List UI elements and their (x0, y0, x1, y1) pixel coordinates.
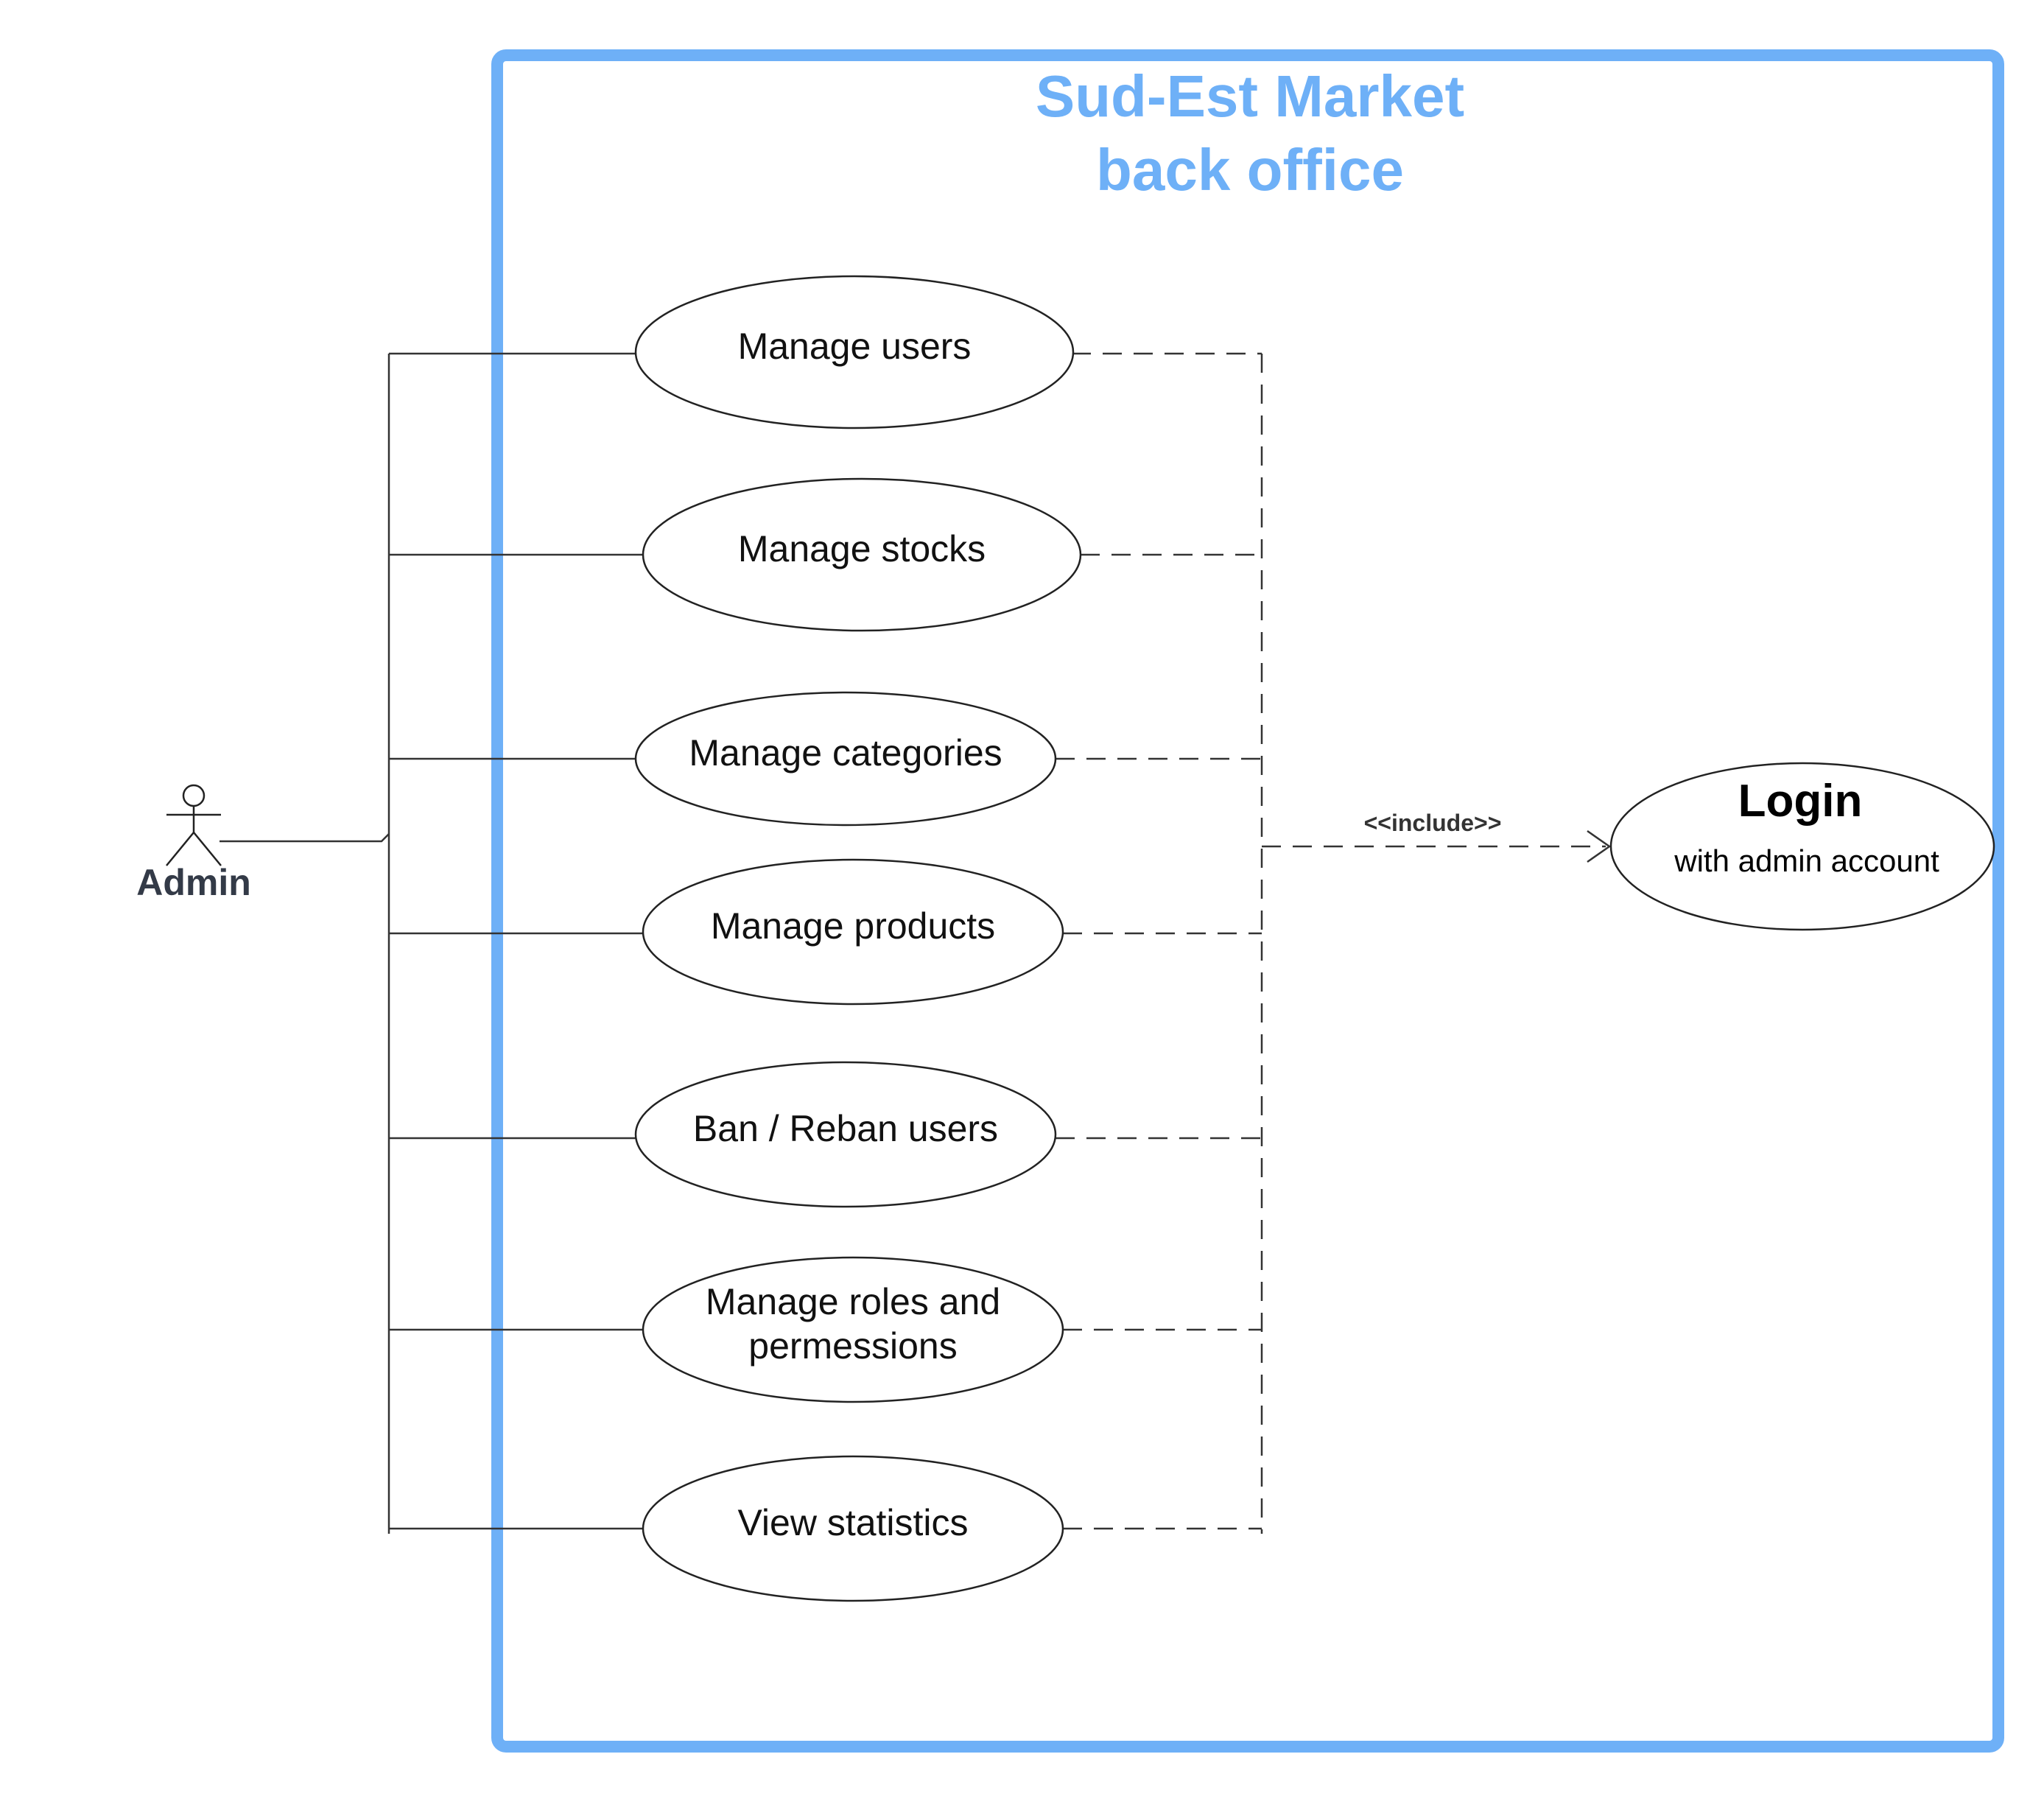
login-ellipse[interactable] (1609, 762, 1995, 931)
use-case-ellipse[interactable] (642, 477, 1082, 632)
use-case-login[interactable]: Login with admin account (1609, 762, 1995, 931)
use-case-label: Manage roles and (706, 1281, 1000, 1322)
use-case-ellipse[interactable] (634, 691, 1057, 827)
use-case-manage-stocks[interactable]: Manage stocks (642, 477, 1082, 632)
login-title: Login (1738, 776, 1863, 827)
use-case-label: Manage users (738, 326, 972, 367)
actor-connector-line (219, 833, 390, 843)
use-case-label: permessions (748, 1325, 957, 1367)
use-case-label: Manage stocks (738, 528, 986, 569)
system-boundary (491, 49, 2004, 1753)
use-case-label: Manage categories (689, 732, 1002, 774)
admin-actor[interactable]: Admin (136, 784, 251, 903)
use-case-manage-categories[interactable]: Manage categories (634, 691, 1057, 827)
login-subtitle: with admin account (1674, 843, 1939, 878)
include-stereotype-label: <<include>> (1364, 810, 1502, 836)
stick-figure-actor-icon (166, 784, 222, 866)
system-title-line-1: Sud-Est Market (1036, 63, 1464, 129)
use-case-manage-products[interactable]: Manage products (642, 858, 1064, 1006)
use-case-label: Manage products (711, 905, 995, 947)
use-case-ellipse[interactable] (642, 858, 1064, 1006)
include-arrowhead (1587, 829, 1612, 863)
include-relationships (1056, 352, 1612, 1534)
use-case-manage-users[interactable]: Manage users (634, 275, 1075, 429)
use-case-label: Ban / Reban users (693, 1108, 998, 1149)
actor-associations (219, 352, 643, 1534)
use-case-ellipse[interactable] (642, 1256, 1064, 1403)
use-case-ellipse[interactable] (634, 275, 1075, 429)
use-case-label: View statistics (737, 1502, 968, 1543)
actor-label: Admin (136, 862, 251, 903)
use-case-ellipse[interactable] (642, 1455, 1064, 1602)
system-title-line-2: back office (1096, 137, 1404, 203)
use-case-ban-reban-users[interactable]: Ban / Reban users (634, 1061, 1057, 1208)
use-case-ellipse[interactable] (634, 1061, 1057, 1208)
use-case-view-statistics[interactable]: View statistics (642, 1455, 1064, 1602)
